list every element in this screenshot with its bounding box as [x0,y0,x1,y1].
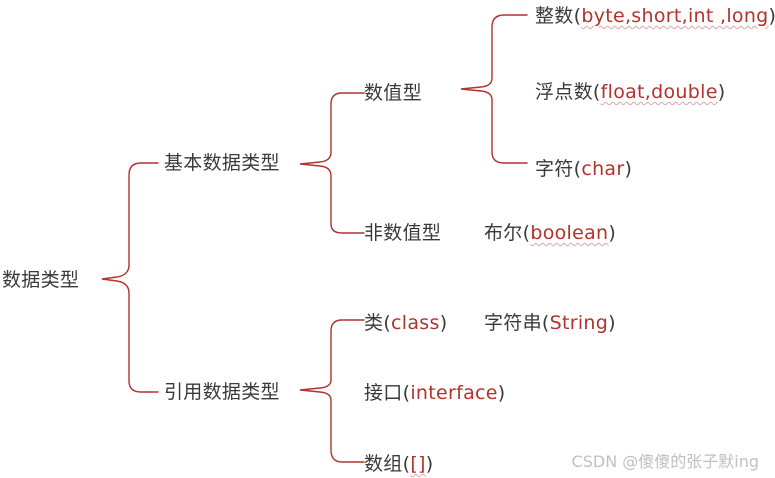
integer-label: 整数 [535,5,574,27]
string-leaf: 字符串(String) [484,311,616,335]
basic-type-node: 基本数据类型 [164,152,280,174]
string-label: 字符串 [484,312,542,334]
boolean-leaf: 布尔(boolean) [484,221,616,245]
class-types: class [391,312,440,334]
array-open: ( [402,453,411,475]
array-leaf: 数组([]) [364,452,433,476]
array-label: 数组 [364,453,403,475]
root-brace [101,162,159,393]
interface-open: ( [402,382,411,404]
watermark: CSDN @傻傻的张子默ing [571,452,759,471]
non-numeric-node: 非数值型 [364,222,442,244]
interface-close: ) [497,382,506,404]
string-close: ) [608,312,616,334]
char-leaf: 字符(char) [535,157,632,181]
integer-types: byte,short,int ,long [581,5,769,27]
reference-brace [299,319,365,463]
boolean-close: ) [608,222,617,244]
boolean-label: 布尔 [484,222,523,244]
class-open: ( [383,312,392,334]
interface-label: 接口 [364,382,403,404]
array-types: [] [410,453,426,475]
integer-open: ( [573,5,582,27]
float-open: ( [592,81,601,103]
numeric-brace [460,14,528,164]
integer-close: ) [769,5,775,27]
root-node: 数据类型 [2,269,80,291]
string-types: String [549,312,609,334]
float-leaf: 浮点数(float,double) [535,80,725,104]
class-leaf: 类(class) [364,311,447,335]
char-open: ( [573,158,582,180]
integer-leaf: 整数(byte,short,int ,long) [535,4,775,28]
basic-brace [299,92,365,234]
float-close: ) [717,81,726,103]
char-types: char [581,158,625,180]
class-close: ) [439,312,448,334]
numeric-node: 数值型 [364,82,422,104]
float-label: 浮点数 [535,81,593,103]
boolean-types: boolean [530,222,609,244]
interface-leaf: 接口(interface) [364,381,506,405]
float-types: float,double [600,81,718,103]
string-open: ( [541,312,550,334]
interface-types: interface [410,382,498,404]
char-label: 字符 [535,158,574,180]
array-close: ) [425,453,434,475]
char-close: ) [624,158,633,180]
reference-type-node: 引用数据类型 [164,381,280,403]
class-label: 类 [364,312,384,334]
boolean-open: ( [522,222,531,244]
